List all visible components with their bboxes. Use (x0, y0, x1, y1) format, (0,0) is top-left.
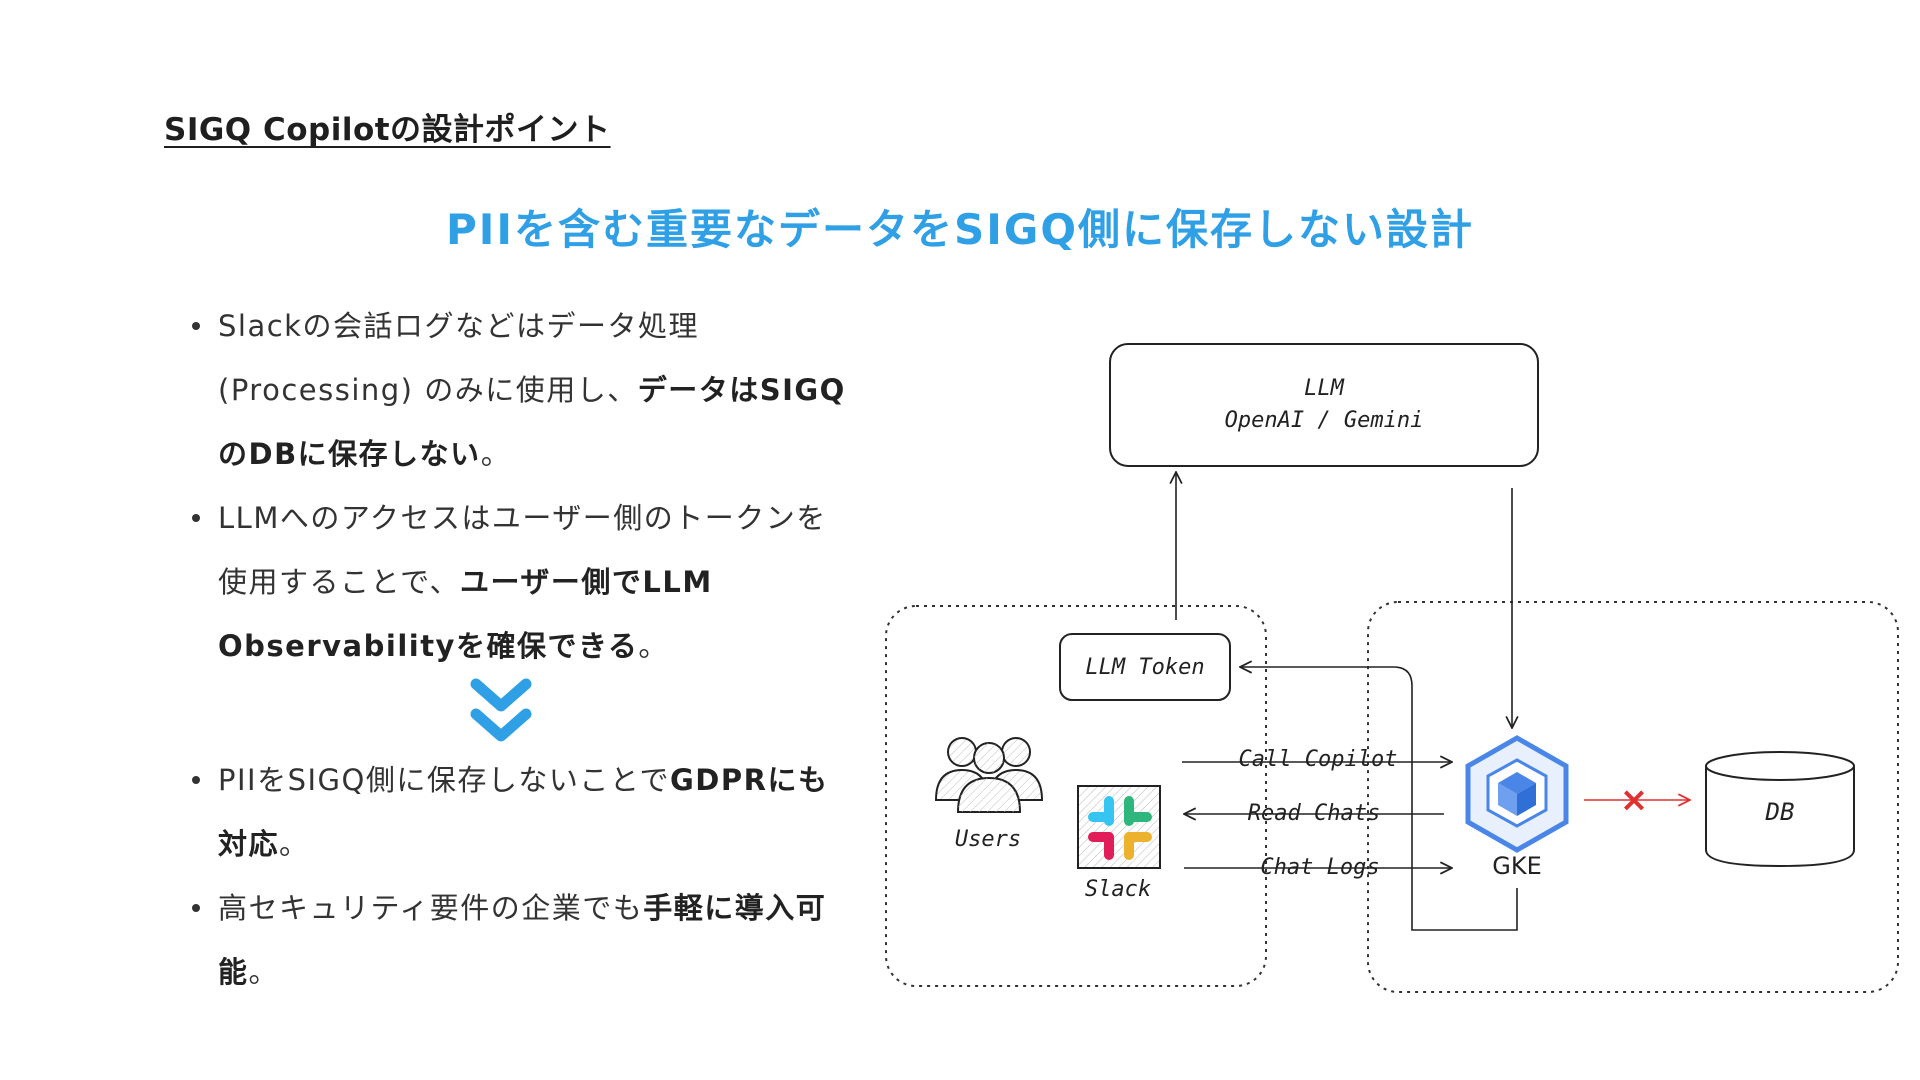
bullet-item: LLMへのアクセスはユーザー側のトークンを使用することで、ユーザー側でLLM O… (190, 486, 850, 678)
double-chevron-down-icon (470, 678, 532, 742)
blocked-mark: × (1620, 780, 1649, 820)
bullet-bold-text: GDPRにも対応 (218, 763, 829, 861)
bullet-bold-text: データはSIGQのDBに保存しない (218, 373, 846, 471)
bullet-text: 高セキュリティ要件の企業でも (218, 891, 644, 925)
db-cylinder-icon (1705, 751, 1855, 868)
bullet-bold-text: 手軽に導入可能 (218, 891, 827, 989)
bullet-text: PIIをSIGQ側に保存しないことで (218, 763, 670, 797)
bullet-text: LLMへのアクセスはユーザー側のトークンを使用することで、 (218, 501, 827, 599)
users-label: Users (955, 827, 1021, 852)
llm-token-label: LLM Token (1085, 655, 1204, 680)
headline: PIIを含む重要なデータをSIGQ側に保存しない設計 (445, 205, 1475, 254)
bullet-dot (192, 776, 200, 784)
bullet-item: PIIをSIGQ側に保存しないことでGDPRにも対応。 (190, 748, 850, 876)
slack-label: Slack (1085, 877, 1151, 902)
bullet-tail: 。 (279, 827, 310, 861)
bullet-item: Slackの会話ログなどはデータ処理(Processing) のみに使用し、デー… (190, 294, 850, 486)
llm-token-box (1059, 633, 1231, 701)
gke-icon (1465, 735, 1569, 853)
bullet-dot (192, 322, 200, 330)
llm-box-subtitle: OpenAI / Gemini (1225, 408, 1424, 433)
bullet-list-bottom: PIIをSIGQ側に保存しないことでGDPRにも対応。 高セキュリティ要件の企業… (190, 748, 850, 1004)
db-label: DB (1765, 798, 1795, 826)
client-zone (885, 605, 1267, 987)
bullet-item: 高セキュリティ要件の企業でも手軽に導入可能。 (190, 876, 850, 1004)
edge-read-label: Read Chats (1248, 801, 1380, 826)
edge-gke-to-token (1240, 667, 1518, 931)
users-icon (934, 737, 1044, 813)
sigq-zone (1367, 601, 1899, 993)
bullet-tail: 。 (248, 955, 280, 989)
edge-call-label: Call Copilot (1239, 747, 1398, 772)
llm-box-title: LLM (1304, 376, 1344, 401)
section-title: SIGQ Copilotの設計ポイント (164, 112, 611, 148)
bullet-dot (192, 514, 200, 522)
bullet-dot (192, 904, 200, 912)
bullet-text: Slackの会話ログなどはデータ処理(Processing) のみに使用し、 (218, 309, 699, 407)
bullet-list-top: Slackの会話ログなどはデータ処理(Processing) のみに使用し、デー… (190, 294, 850, 678)
slack-icon (1077, 785, 1161, 869)
bullet-tail: 。 (480, 437, 512, 471)
llm-box (1109, 343, 1539, 467)
bullet-bold-text: ユーザー側でLLM Observabilityを確保できる (218, 565, 713, 663)
edge-logs-label: Chat Logs (1260, 855, 1379, 880)
gke-label: GKE (1492, 852, 1542, 880)
bullet-tail: 。 (638, 629, 669, 663)
